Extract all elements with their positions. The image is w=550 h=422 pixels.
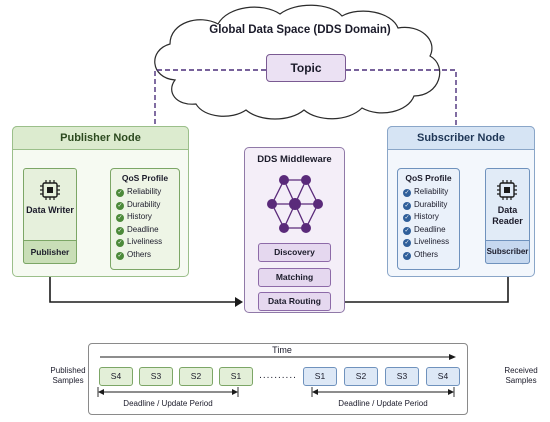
- network-graph-icon: [267, 175, 323, 233]
- received-deadline-label: Deadline / Update Period: [338, 399, 428, 408]
- cloud-title: Global Data Space (DDS Domain): [209, 24, 391, 36]
- span-arrowhead: [232, 389, 238, 395]
- qos-item: ✓Liveliness: [116, 237, 163, 248]
- check-circle-icon: ✓: [403, 251, 411, 260]
- qos-item: ✓Reliability: [116, 187, 162, 197]
- qos-item: ✓Durability: [116, 199, 161, 210]
- published-sample: S2: [179, 367, 213, 386]
- received-sample: S2: [344, 367, 378, 386]
- topic-box[interactable]: Topic: [266, 54, 346, 82]
- check-circle-icon: ✓: [116, 239, 124, 248]
- chip-icon: [40, 180, 60, 200]
- subscriber-node-title: Subscriber Node: [387, 126, 535, 150]
- qos-item: ✓Reliability: [403, 187, 449, 197]
- qos-profile-title: QoS Profile: [405, 173, 452, 183]
- qos-item: ✓Durability: [403, 199, 448, 210]
- subscriber-qos-profile: QoS Profile ✓Reliability ✓Durability ✓Hi…: [397, 168, 460, 270]
- received-sample: S3: [385, 367, 419, 386]
- timeline-ellipsis: ..........: [259, 370, 297, 381]
- publisher-topic-dashed-link: [154, 69, 266, 140]
- qos-item: ✓History: [116, 212, 152, 223]
- discovery-box[interactable]: Discovery: [258, 243, 331, 262]
- check-circle-icon: ✓: [403, 201, 411, 210]
- span-arrowhead: [448, 389, 454, 395]
- time-axis-arrowhead: [449, 354, 456, 360]
- publisher-node-title: Publisher Node: [12, 126, 189, 150]
- publisher-to-middleware-arrowhead: [235, 297, 243, 307]
- check-circle-icon: ✓: [403, 226, 411, 235]
- qos-item: ✓Liveliness: [403, 237, 450, 248]
- qos-item: ✓Others: [116, 249, 152, 260]
- published-sample: S4: [99, 367, 133, 386]
- check-circle-icon: ✓: [116, 214, 124, 223]
- qos-item: ✓Others: [403, 249, 439, 260]
- check-circle-icon: ✓: [403, 214, 411, 223]
- published-sample: S3: [139, 367, 173, 386]
- received-sample: S1: [303, 367, 337, 386]
- published-samples-label: Published Samples: [50, 366, 86, 385]
- received-sample: S4: [426, 367, 460, 386]
- matching-box[interactable]: Matching: [258, 268, 331, 287]
- received-samples-label: Received Samples: [504, 366, 538, 385]
- publisher-box[interactable]: Publisher: [23, 240, 77, 264]
- qos-item: ✓Deadline: [116, 224, 159, 235]
- published-deadline-label: Deadline / Update Period: [123, 399, 213, 408]
- check-circle-icon: ✓: [403, 239, 411, 248]
- qos-profile-title: QoS Profile: [121, 173, 169, 183]
- check-circle-icon: ✓: [116, 201, 124, 210]
- time-label: Time: [272, 345, 292, 355]
- qos-item: ✓History: [403, 212, 439, 223]
- data-writer-label: Data Writer: [26, 205, 74, 215]
- published-sample: S1: [219, 367, 253, 386]
- publisher-qos-profile: QoS Profile ✓Reliability ✓Durability ✓Hi…: [110, 168, 180, 270]
- middleware-to-subscriber-arrow: [345, 272, 509, 303]
- data-routing-box[interactable]: Data Routing: [258, 292, 331, 311]
- check-circle-icon: ✓: [116, 189, 124, 197]
- span-arrowhead: [312, 389, 318, 395]
- span-arrowhead: [98, 389, 104, 395]
- middleware-title: DDS Middleware: [257, 154, 332, 165]
- chip-icon: [497, 180, 517, 200]
- subscriber-topic-dashed-link: [346, 69, 457, 128]
- check-circle-icon: ✓: [116, 251, 124, 260]
- check-circle-icon: ✓: [116, 226, 124, 235]
- subscriber-box[interactable]: Subscriber: [485, 240, 530, 264]
- check-circle-icon: ✓: [403, 189, 411, 197]
- qos-item: ✓Deadline: [403, 224, 446, 235]
- data-reader-label: Data Reader: [492, 205, 523, 226]
